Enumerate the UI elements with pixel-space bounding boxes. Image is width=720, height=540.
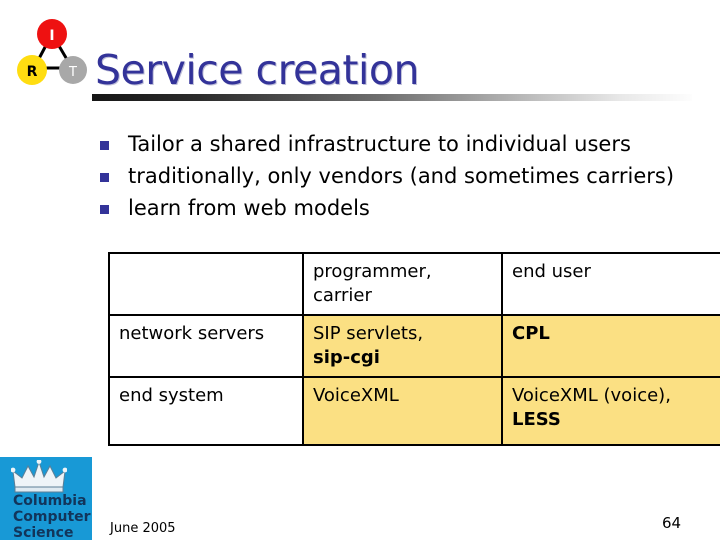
- irt-logo: I R T: [8, 10, 96, 92]
- page-title: Service creation: [95, 46, 419, 94]
- bullet-list: Tailor a shared infrastructure to indivi…: [100, 129, 700, 225]
- columbia-line-2: Computer: [13, 509, 91, 525]
- irt-node-t-circle: [59, 56, 87, 84]
- list-item-label: learn from web models: [128, 196, 370, 220]
- list-item: traditionally, only vendors (and sometim…: [100, 161, 700, 192]
- table-header-programmer-carrier: programmer, carrier: [302, 252, 503, 316]
- crown-icon: [11, 460, 67, 493]
- list-item-label: Tailor a shared infrastructure to indivi…: [128, 132, 631, 156]
- page-number: 64: [662, 514, 682, 532]
- table-cell-text-plain: SIP servlets,: [313, 323, 424, 344]
- table-row: network servers SIP servlets, sip-cgi CP…: [108, 314, 720, 378]
- table-cell-text-bold: sip-cgi: [313, 347, 380, 368]
- bullet-square-icon: [100, 141, 109, 150]
- irt-node-t-label: T: [68, 65, 77, 80]
- columbia-cs-logo: Columbia Computer Science: [0, 457, 92, 540]
- list-item: Tailor a shared infrastructure to indivi…: [100, 129, 700, 160]
- table-row-header-network-servers: network servers: [108, 314, 304, 378]
- table-cell-text-bold: CPL: [512, 323, 550, 344]
- footer-date: June 2005: [110, 521, 176, 536]
- table-cell-text-plain: VoiceXML (voice),: [512, 385, 671, 406]
- table-cell-endsystem-programmer: VoiceXML: [302, 376, 503, 446]
- table-cell-text-bold: LESS: [512, 409, 561, 430]
- table-row-header-end-system: end system: [108, 376, 304, 446]
- irt-node-i-circle: [37, 19, 67, 49]
- list-item-label: traditionally, only vendors (and sometim…: [128, 164, 675, 188]
- table-header-end-user: end user: [501, 252, 720, 316]
- table-cell-network-enduser: CPL: [501, 314, 720, 378]
- irt-node-r-circle: [17, 55, 47, 85]
- table-cell-endsystem-enduser: VoiceXML (voice), LESS: [501, 376, 720, 446]
- columbia-cs-wordmark: Columbia Computer Science: [13, 493, 91, 540]
- bullet-square-icon: [100, 173, 109, 182]
- columbia-line-3: Science: [13, 525, 74, 540]
- columbia-line-1: Columbia: [13, 493, 87, 509]
- list-item: learn from web models: [100, 193, 700, 224]
- table-cell-text-plain: VoiceXML: [313, 385, 399, 406]
- table-row: programmer, carrier end user: [108, 252, 720, 316]
- title-underline-rule: [92, 94, 692, 101]
- table-cell-corner-empty: [108, 252, 304, 316]
- service-creation-table: programmer, carrier end user network ser…: [108, 252, 720, 446]
- table-cell-network-programmer: SIP servlets, sip-cgi: [302, 314, 503, 378]
- bullet-square-icon: [100, 205, 109, 214]
- irt-node-r-label: R: [27, 64, 38, 80]
- irt-node-i-label: I: [49, 28, 54, 44]
- table-row: end system VoiceXML VoiceXML (voice), LE…: [108, 376, 720, 446]
